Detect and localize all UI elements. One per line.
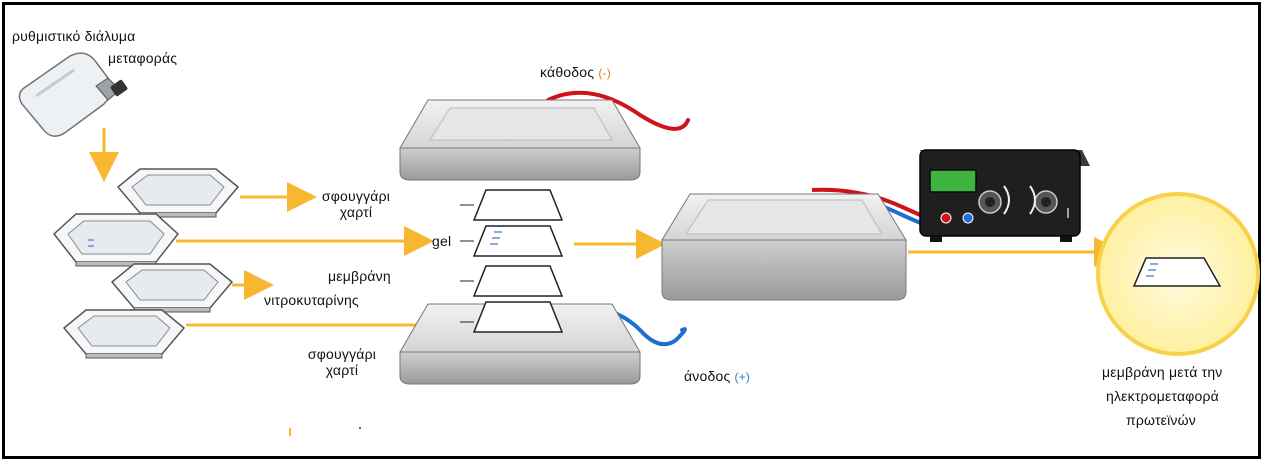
- paper-text: χαρτί: [339, 204, 373, 220]
- result-label: μεμβράνη μετά την ηλεκτρομεταφορά πρωτεϊ…: [1102, 360, 1223, 432]
- result-line2: ηλεκτρομεταφορά: [1106, 388, 1219, 404]
- membrane-label-line2: νιτροκυταρίνης: [264, 292, 359, 308]
- buffer-label-line2: μεταφοράς: [108, 50, 178, 66]
- paper-text: χαρτί: [325, 362, 359, 378]
- tray-icon: [52, 168, 240, 359]
- anode-sign: (+): [734, 370, 751, 384]
- electrode-plate-icon: [399, 90, 690, 181]
- stack-sheets: [460, 189, 564, 297]
- power-supply-icon: [919, 149, 1090, 242]
- buffer-bottle-icon: [18, 52, 128, 137]
- electrode-plate-icon: [399, 301, 687, 385]
- sponge-text: σφουγγάρι: [321, 188, 391, 204]
- buffer-label-line1: ρυθμιστικό διάλυμα: [12, 28, 136, 44]
- gel-label: gel: [432, 233, 452, 249]
- anode-text: άνοδος: [684, 368, 731, 384]
- sponge-text: σφουγγάρι: [307, 346, 377, 362]
- result-line3: πρωτεϊνών: [1126, 412, 1196, 428]
- transfer-tank-icon: [661, 187, 949, 301]
- cathode-sign: (-): [598, 66, 611, 80]
- result-circle: [1096, 192, 1260, 356]
- cathode-label: κάθοδος (-): [540, 64, 611, 80]
- cathode-text: κάθοδος: [540, 64, 595, 80]
- membrane-label-line1: μεμβράνη: [328, 268, 391, 284]
- anode-label: άνοδος (+): [684, 368, 750, 384]
- sponge-paper-top-label: σφουγγάρι χαρτί: [316, 188, 396, 220]
- result-line1: μεμβράνη μετά την: [1102, 364, 1223, 380]
- sponge-paper-bottom-label: σφουγγάρι χαρτί: [300, 346, 384, 378]
